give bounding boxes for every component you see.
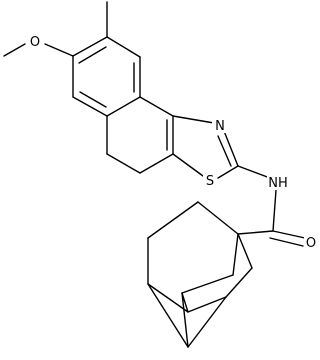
bond-C2-NH bbox=[237, 165, 271, 179]
methoxy-oxygen-label: O bbox=[30, 35, 40, 50]
bond-adam-2 bbox=[147, 201, 199, 239]
bond-adam-10 bbox=[181, 292, 189, 348]
bond-carbonyl-O-1 bbox=[272, 230, 306, 239]
bond-adam-6 bbox=[225, 267, 253, 298]
bond-ring1-e bbox=[72, 96, 108, 117]
bond-thiazole-S-C bbox=[172, 153, 204, 177]
bond-adam-1 bbox=[197, 201, 239, 235]
bond-methyl-O bbox=[3, 43, 26, 57]
bond-ring2-b bbox=[106, 153, 141, 174]
bond-adam-11 bbox=[181, 292, 189, 313]
bond-adam-8 bbox=[232, 233, 239, 276]
bond-adam-9 bbox=[181, 274, 234, 294]
bond-ring1-inner-1 bbox=[78, 46, 107, 64]
atom-labels: O N S NH O bbox=[27, 33, 318, 251]
bond-O-aromatic bbox=[44, 43, 74, 57]
bond-ring1-d bbox=[106, 96, 141, 117]
thiazole-sulfur-label: S bbox=[206, 174, 214, 189]
bond-ring2-c bbox=[139, 153, 174, 174]
bond-NH-carbonyl bbox=[272, 189, 277, 232]
bond-ring2-e bbox=[139, 96, 174, 117]
bond-adam-7 bbox=[237, 233, 253, 269]
bond-thiazole-C2-S bbox=[217, 165, 239, 179]
thiazole-nitrogen-label: N bbox=[215, 119, 225, 134]
carbonyl-oxygen-label: O bbox=[306, 236, 316, 251]
bond-adam-12 bbox=[147, 283, 189, 348]
bonds bbox=[3, 1, 306, 348]
bond-ring1-inner-3 bbox=[79, 91, 107, 108]
bond-thiazole-C-N bbox=[172, 115, 215, 124]
amide-nitrogen-label: NH bbox=[268, 176, 288, 191]
bond-carbonyl-adamantyl bbox=[237, 230, 274, 235]
bond-thiazole-N-C2 bbox=[223, 130, 239, 167]
bond-ring1-a bbox=[72, 36, 108, 57]
bond-carbonyl-O-2 bbox=[269, 237, 304, 247]
bond-ring1-b bbox=[106, 36, 141, 58]
bond-adam-4 bbox=[147, 283, 189, 313]
bond-thiazole-N-C2-double bbox=[217, 135, 232, 167]
bond-adam-13 bbox=[187, 296, 227, 348]
bond-adam-5 bbox=[187, 296, 227, 313]
